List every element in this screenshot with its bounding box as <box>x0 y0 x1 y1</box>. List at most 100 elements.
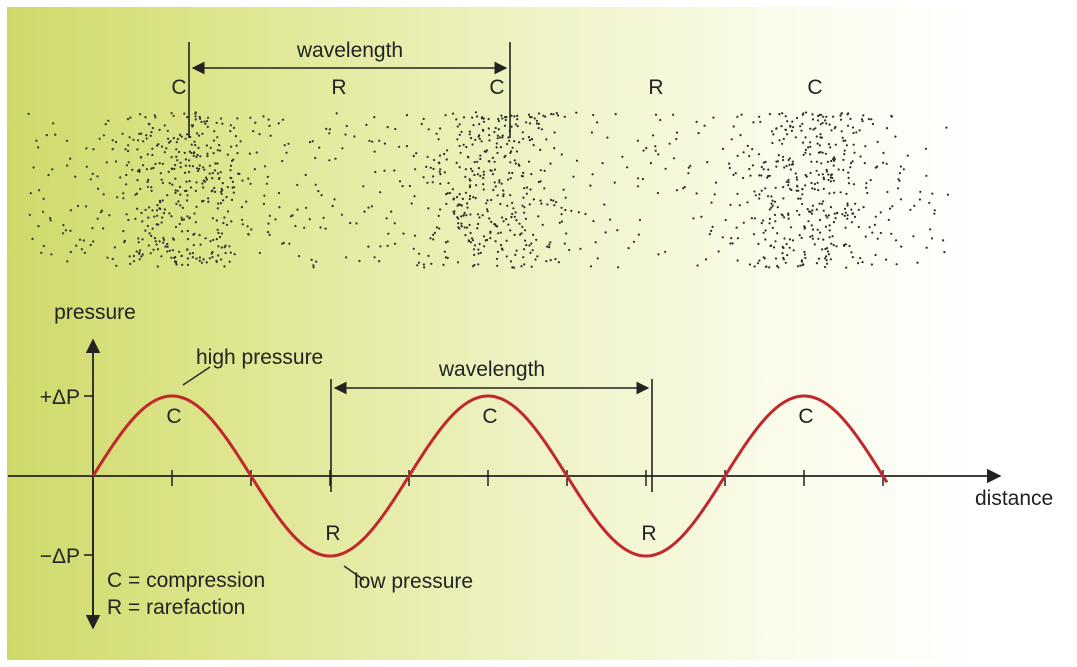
particle-dot <box>522 171 525 174</box>
particle-dot <box>413 195 416 198</box>
particle-dot <box>792 249 795 252</box>
particle-dot <box>523 206 526 209</box>
particle-dot <box>218 144 221 147</box>
particle-dot <box>712 116 715 119</box>
particle-dot <box>191 252 194 255</box>
particle-dot <box>809 210 812 213</box>
particle-dot <box>89 178 92 181</box>
particle-dot <box>413 234 416 237</box>
particle-dot <box>885 127 889 130</box>
particle-dot <box>833 191 836 194</box>
particle-dot <box>328 159 331 162</box>
particle-dot <box>138 258 141 261</box>
particle-dot <box>480 140 483 143</box>
particle-dot <box>166 243 169 246</box>
particle-dot <box>537 127 540 130</box>
particle-dot <box>696 264 699 267</box>
particle-dot <box>560 153 563 156</box>
particle-dot <box>798 213 801 216</box>
particle-dot <box>706 161 709 164</box>
particle-dot <box>834 125 837 129</box>
particle-dot <box>708 233 711 236</box>
particle-dot <box>96 175 99 178</box>
particle-dot <box>473 244 477 247</box>
particle-dot <box>222 199 225 202</box>
pressure-wave <box>91 394 889 558</box>
particle-dot <box>788 246 791 249</box>
particle-dot <box>386 244 389 247</box>
particle-dot <box>422 176 425 179</box>
particle-dot <box>787 217 790 220</box>
particle-dot <box>771 141 774 145</box>
particle-dot <box>166 245 169 248</box>
particle-dot <box>139 113 142 116</box>
particle-dot <box>319 226 322 229</box>
particle-dot <box>801 202 804 206</box>
particle-dot <box>549 198 553 202</box>
particle-dot <box>847 171 850 174</box>
particle-dot <box>156 265 159 268</box>
particle-dot <box>546 245 549 248</box>
particle-dot <box>476 173 479 176</box>
particle-dot <box>398 180 402 183</box>
particle-dot <box>780 125 783 128</box>
particle-dot <box>509 177 512 180</box>
particle-dot <box>909 208 912 211</box>
particle-dot <box>335 112 338 115</box>
particle-dot <box>523 211 526 214</box>
particle-dot <box>65 139 69 142</box>
particle-dot <box>786 254 789 257</box>
particle-dot <box>85 205 88 208</box>
particle-dot <box>477 263 480 266</box>
particle-dot <box>499 202 502 206</box>
particle-dot <box>636 139 640 142</box>
particle-dot <box>801 193 804 196</box>
particle-dot <box>501 248 504 251</box>
particle-dot <box>845 192 848 195</box>
particle-dot <box>844 243 848 246</box>
particle-dot <box>826 160 830 163</box>
particle-dot <box>128 136 131 139</box>
particle-dot <box>325 127 328 130</box>
particle-dot <box>221 122 224 125</box>
particle-dot <box>154 240 157 243</box>
particle-dot <box>764 229 767 232</box>
particle-dot <box>469 241 472 244</box>
particle-dot <box>664 250 667 253</box>
particle-dot <box>474 197 477 200</box>
particle-dot <box>220 232 223 235</box>
particle-dot <box>164 245 167 248</box>
particle-dot <box>864 235 867 238</box>
particle-dot <box>768 208 771 211</box>
particle-dot <box>206 125 209 128</box>
particle-dot <box>127 144 130 147</box>
particle-dot <box>176 159 179 162</box>
particle-dot <box>553 131 556 134</box>
particle-dot <box>249 182 252 185</box>
particle-dot <box>751 148 754 151</box>
particle-dot <box>493 168 496 171</box>
particle-dot <box>700 215 703 218</box>
particle-dot <box>728 166 731 170</box>
particle-dot <box>496 250 500 253</box>
particle-dot <box>621 155 624 158</box>
particle-dot <box>207 197 210 200</box>
particle-dot <box>760 174 763 177</box>
particle-dot <box>158 128 161 131</box>
particle-dot <box>183 151 186 154</box>
particle-dot <box>151 153 154 157</box>
particle-dot <box>439 208 442 211</box>
particle-dot <box>170 215 173 218</box>
particle-dot <box>824 214 828 217</box>
particle-dot <box>786 120 789 123</box>
particle-dot <box>462 214 465 217</box>
particle-dot <box>96 217 99 220</box>
particle-dot <box>713 193 716 196</box>
particle-dot <box>437 138 440 141</box>
particle-dot <box>860 118 864 121</box>
particle-dot <box>784 115 787 118</box>
particle-dot <box>432 233 435 236</box>
particle-dot <box>782 155 785 158</box>
particle-dot <box>438 154 442 157</box>
particle-dot <box>229 251 232 254</box>
